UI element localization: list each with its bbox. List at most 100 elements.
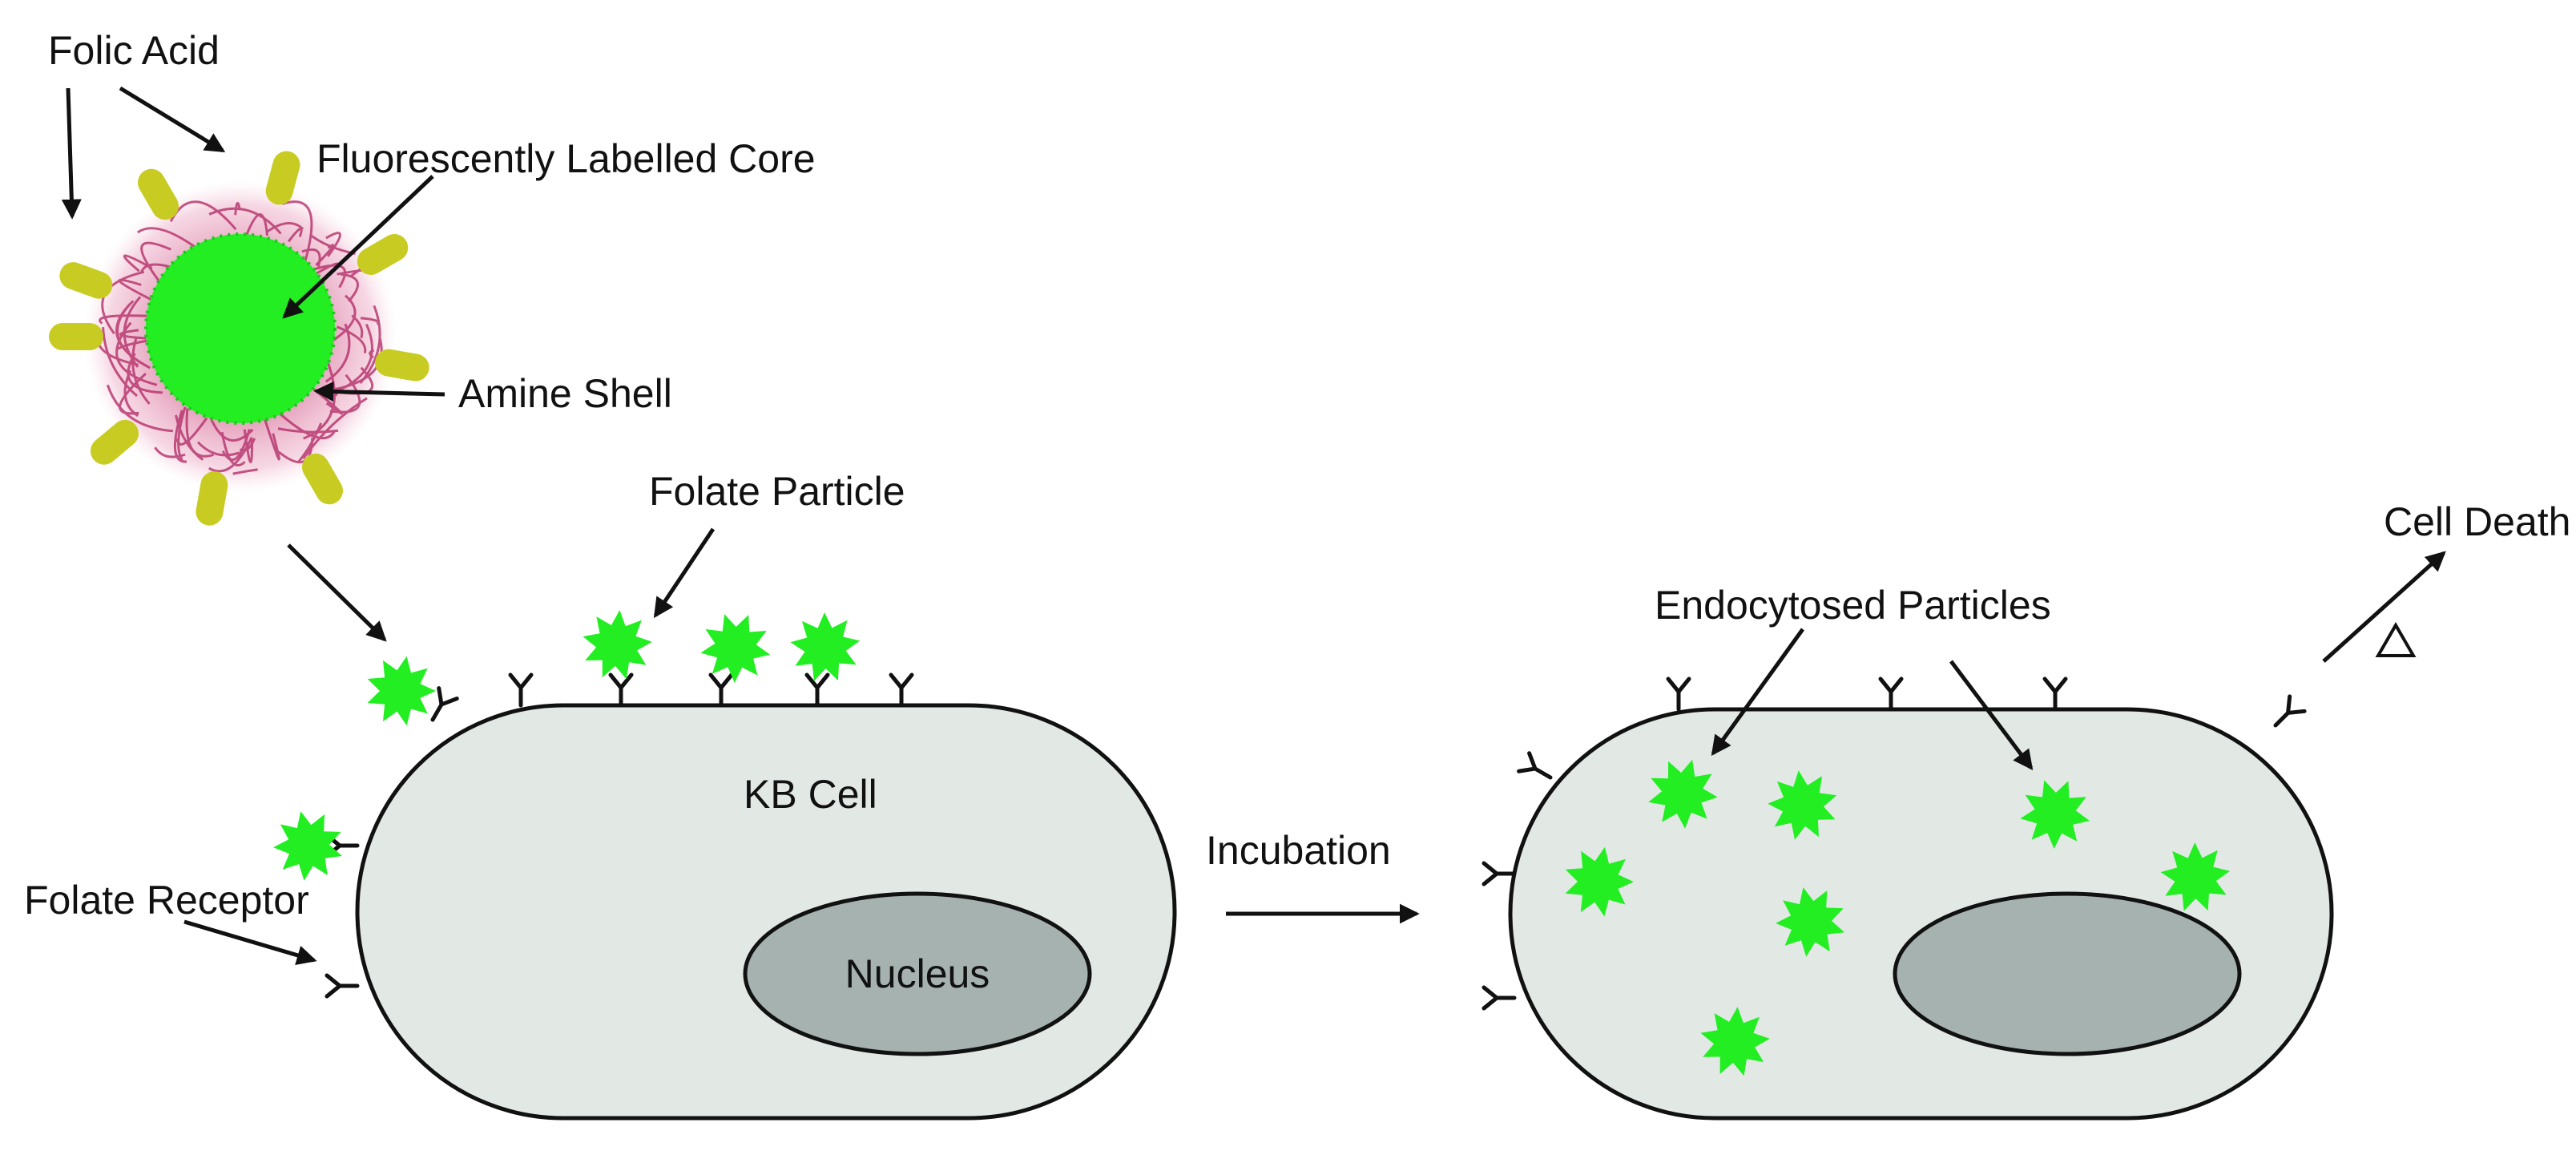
folate-receptor-icon xyxy=(325,973,360,999)
shell-fiber xyxy=(175,417,208,446)
arrow-endocytosed-left xyxy=(1711,628,1805,757)
arrow-amine-shell xyxy=(313,382,445,402)
shell-fiber xyxy=(136,227,196,248)
folic-acid-rod xyxy=(357,234,409,275)
core-texture xyxy=(144,232,337,425)
folate-particle-icon xyxy=(790,612,861,681)
folate-particle-icon xyxy=(367,656,436,726)
folate-receptor-icon xyxy=(508,672,534,708)
label-folate-particle: Folate Particle xyxy=(649,469,905,514)
receptor-stroke xyxy=(608,672,634,708)
shell-fiber xyxy=(127,353,163,394)
folate-receptor-icon xyxy=(2273,694,2307,728)
arrow-cell-death xyxy=(2322,551,2446,663)
shell-fiber xyxy=(332,294,357,342)
receptor-stroke xyxy=(1482,861,1517,886)
label-incubation: Incubation xyxy=(1206,828,1391,873)
arrow-folate-receptor xyxy=(183,919,317,965)
shell-fiber xyxy=(116,303,151,370)
label-cell-death: Cell Death xyxy=(2384,499,2570,544)
arrow-particle-approach xyxy=(287,543,387,642)
folate-particles xyxy=(273,610,2231,1076)
shell-fiber xyxy=(369,349,375,359)
label-endocytosed: Endocytosed Particles xyxy=(1655,583,2051,628)
label-folate-receptor: Folate Receptor xyxy=(24,878,309,923)
shell-fiber xyxy=(296,422,323,464)
receptor-stroke xyxy=(2042,676,2068,712)
kb-cell xyxy=(355,703,1177,1121)
folate-receptor-icon xyxy=(1666,676,1691,712)
shell-fiber xyxy=(115,321,158,386)
shell-fiber xyxy=(140,241,171,285)
folate-receptor-icon xyxy=(1517,751,1553,780)
heat-triangle-icon xyxy=(2375,622,2417,657)
folate-receptor-icon xyxy=(1482,861,1517,886)
label-amine-shell: Amine Shell xyxy=(458,371,672,416)
shell-fiber xyxy=(333,338,383,391)
folate-receptor-icon xyxy=(804,672,830,708)
folic-acid-rod xyxy=(90,419,139,465)
folate-receptor-icon xyxy=(1878,676,1904,712)
arrow-core xyxy=(282,175,434,319)
receptor-stroke xyxy=(1666,676,1691,712)
folic-acid-rods xyxy=(49,151,429,526)
arrow-folate-particle xyxy=(653,527,716,619)
folate-particle-icon xyxy=(700,614,771,683)
shell-fiber xyxy=(208,436,253,473)
shell-fiber xyxy=(287,228,303,243)
folate-receptors xyxy=(325,672,2307,1011)
receptor-stroke xyxy=(1878,676,1904,712)
folic-acid-rod xyxy=(375,349,429,382)
shell-fiber xyxy=(307,264,347,289)
shell-fiber xyxy=(239,438,256,452)
shell-fiber xyxy=(139,263,174,273)
shell-fiber xyxy=(209,417,254,442)
folic-acid-rod xyxy=(138,168,179,220)
nucleus xyxy=(743,891,1092,1056)
shell-fiber xyxy=(360,317,380,325)
folate-receptor-icon xyxy=(889,672,914,708)
receptor-stroke xyxy=(430,686,459,722)
shell-fiber xyxy=(263,418,280,461)
shell-fiber xyxy=(99,314,147,325)
label-kb-cell: KB Cell xyxy=(744,772,877,817)
folate-particle-icon xyxy=(2160,842,2231,911)
folate-particle-icon xyxy=(1768,770,1837,840)
target-nucleus xyxy=(1893,891,2242,1056)
folate-receptor-icon xyxy=(2042,676,2068,712)
receptor-stroke xyxy=(889,672,914,708)
folate-particle-icon xyxy=(273,811,342,881)
label-nucleus: Nucleus xyxy=(845,951,990,996)
folate-receptor-icon xyxy=(608,672,634,708)
arrow-folic-acid-right xyxy=(119,86,226,153)
amine-shell-fibers xyxy=(96,200,383,475)
receptor-stroke xyxy=(508,672,534,708)
shell-fiber xyxy=(301,248,321,268)
receptor-stroke xyxy=(1482,985,1517,1011)
receptor-stroke xyxy=(2273,694,2307,728)
receptor-stroke xyxy=(1517,751,1553,780)
folate-receptor-icon xyxy=(430,686,459,722)
folate-particle-icon xyxy=(1648,759,1718,829)
shell-fiber xyxy=(208,207,282,235)
shell-fiber xyxy=(123,254,153,273)
shell-fiber xyxy=(220,431,246,467)
folic-acid-rod xyxy=(196,471,228,526)
folic-acid-rod xyxy=(265,151,300,205)
label-folic-acid: Folic Acid xyxy=(48,28,220,73)
target-cell xyxy=(1508,707,2334,1121)
shell-fiber xyxy=(234,202,241,216)
shell-fiber xyxy=(196,441,240,457)
folate-particle-icon xyxy=(583,610,652,680)
shell-fiber xyxy=(118,278,152,301)
folate-receptor-icon xyxy=(1482,985,1517,1011)
shell-fiber xyxy=(265,222,304,233)
shell-fiber xyxy=(337,269,362,276)
shell-fiber xyxy=(177,406,187,461)
shell-fiber xyxy=(359,305,381,385)
label-core: Fluorescently Labelled Core xyxy=(316,136,816,181)
arrow-endocytosed-right xyxy=(1949,660,2034,770)
receptor-stroke xyxy=(325,973,360,999)
